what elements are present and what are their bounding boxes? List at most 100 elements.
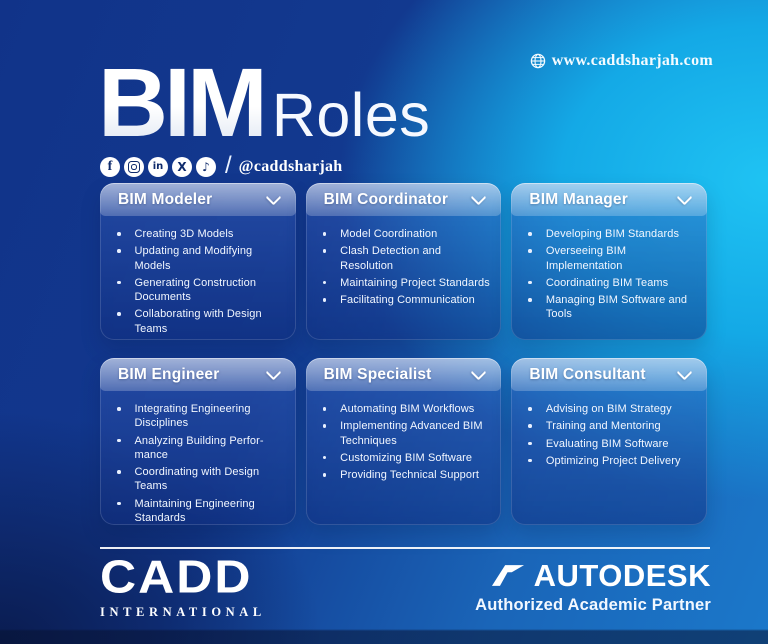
card-title: BIM Manager	[529, 190, 628, 208]
card-header-bim-specialist[interactable]: BIM Specialist	[305, 358, 502, 391]
list-item-text: Automating BIM Workflows	[340, 403, 475, 415]
card-title: BIM Specialist	[323, 365, 432, 383]
website-url: www.caddsharjah.com	[551, 52, 713, 69]
footer-divider	[100, 547, 710, 549]
list-item: Overseeing BIM Implementation	[528, 244, 699, 273]
list-item-text: Model Coordination	[340, 228, 438, 240]
list-item: Clash Detection and Resolution	[322, 244, 494, 273]
cadd-wordmark: CADD	[100, 551, 253, 603]
list-item: Generating Construction Documents	[117, 276, 288, 305]
list-item-text: Overseeing BIM Implementation	[545, 245, 627, 272]
card-header-bim-consultant[interactable]: BIM Consultant	[511, 358, 707, 391]
list-item-text: Updating and Modifying Models	[134, 245, 253, 272]
bullet-dot	[117, 249, 121, 253]
bullet-dot	[117, 407, 121, 411]
list-item-text: Managing BIM Software and Tools	[545, 294, 688, 321]
bullet-dot	[528, 298, 532, 302]
card-header-bim-modeler[interactable]: BIM Modeler	[100, 183, 296, 216]
cadd-logo: CADD INTERNATIONAL	[100, 554, 266, 620]
list-item-text: Clash Detection and Resolution	[340, 245, 442, 272]
card-title: BIM Engineer	[118, 365, 220, 383]
list-item-text: Coordinating with Design Teams	[134, 466, 260, 493]
bullet-dot	[528, 407, 532, 411]
list-item: Facilitating Communication	[322, 293, 494, 307]
list-item: Optimizing Project Delivery	[528, 454, 699, 468]
autodesk-partner-label: Authorized Academic Partner	[475, 596, 711, 614]
instagram-icon[interactable]	[124, 157, 144, 177]
list-item-text: Generating Construction Documents	[134, 276, 257, 304]
website-link[interactable]: www.caddsharjah.com	[530, 52, 713, 70]
list-item-text: Providing Technical Support	[340, 469, 480, 482]
list-item: Creating 3D Models	[117, 227, 288, 241]
list-item: Maintaining Engineering Standards	[117, 497, 288, 525]
list-item-text: Coordinating BIM Teams	[545, 276, 669, 289]
list-item-text: Implementing Advanced BIM Techniques	[340, 420, 483, 447]
chevron-down-icon[interactable]	[265, 189, 281, 205]
x-icon[interactable]: X	[172, 157, 192, 177]
list-item: Training and Mentoring	[528, 419, 699, 433]
bullet-dot	[322, 298, 327, 302]
card-header-bim-coordinator[interactable]: BIM Coordinator	[305, 183, 502, 216]
card-header-bim-engineer[interactable]: BIM Engineer	[100, 358, 296, 391]
list-item: Managing BIM Software and Tools	[528, 293, 699, 322]
list-item: Coordinating BIM Teams	[528, 276, 699, 290]
list-item-text: Maintaining Engineering Standards	[134, 497, 255, 525]
bullet-dot	[117, 312, 121, 316]
chevron-down-icon[interactable]	[471, 189, 487, 205]
bullet-dot	[528, 232, 532, 236]
social-handle[interactable]: @caddsharjah	[238, 158, 343, 175]
list-item: Analyzing Building Perfor- mance	[117, 434, 288, 463]
list-item: Maintaining Project Standards	[322, 276, 494, 290]
list-item-text: Developing BIM Standards	[545, 228, 680, 240]
list-item-text: Evaluating BIM Software	[545, 437, 669, 450]
list-item-text: Optimizing Project Delivery	[545, 454, 681, 467]
list-item-text: Customizing BIM Software	[340, 451, 473, 464]
globe-icon	[530, 53, 545, 69]
list-item-text: Training and Mentoring	[545, 420, 661, 433]
list-item: Integrating Engineering Disciplines	[117, 402, 288, 431]
chevron-down-icon[interactable]	[676, 189, 693, 205]
chevron-down-icon[interactable]	[265, 364, 281, 380]
list-item-text: Integrating Engineering Disciplines	[134, 403, 251, 430]
linkedin-icon[interactable]: in	[148, 157, 168, 177]
chevron-down-icon[interactable]	[471, 364, 487, 380]
bullet-dot	[322, 455, 327, 460]
list-item-text: Advising on BIM Strategy	[545, 403, 672, 415]
bullet-dot	[117, 232, 121, 236]
slash-separator: /	[225, 152, 232, 179]
list-item: Automating BIM Workflows	[322, 402, 494, 416]
page-title: BIM Roles	[98, 54, 431, 151]
list-item: Implementing Advanced BIM Techniques	[322, 419, 494, 448]
list-item: Collaborating with Design Teams	[117, 307, 288, 336]
card-header-bim-manager[interactable]: BIM Manager	[511, 183, 707, 216]
bullet-dot	[322, 407, 327, 411]
list-item-text: Facilitating Communication	[340, 294, 475, 307]
bullet-dot	[117, 501, 121, 506]
title-roles: Roles	[271, 81, 431, 149]
chevron-down-icon[interactable]	[676, 364, 693, 380]
bullet-dot	[322, 424, 327, 428]
list-item: Developing BIM Standards	[528, 227, 699, 241]
tiktok-icon[interactable]: ♪	[196, 157, 216, 177]
facebook-icon[interactable]: f	[100, 157, 120, 177]
bullet-dot	[322, 232, 327, 236]
list-item: Providing Technical Support	[322, 468, 494, 482]
list-item: Updating and Modifying Models	[117, 244, 288, 273]
list-item-text: Maintaining Project Standards	[340, 276, 490, 289]
list-item: Advising on BIM Strategy	[528, 402, 699, 416]
bullet-dot	[117, 438, 121, 443]
bullet-dot	[528, 280, 532, 285]
card-title: BIM Modeler	[118, 190, 213, 208]
bullet-dot	[528, 249, 532, 253]
